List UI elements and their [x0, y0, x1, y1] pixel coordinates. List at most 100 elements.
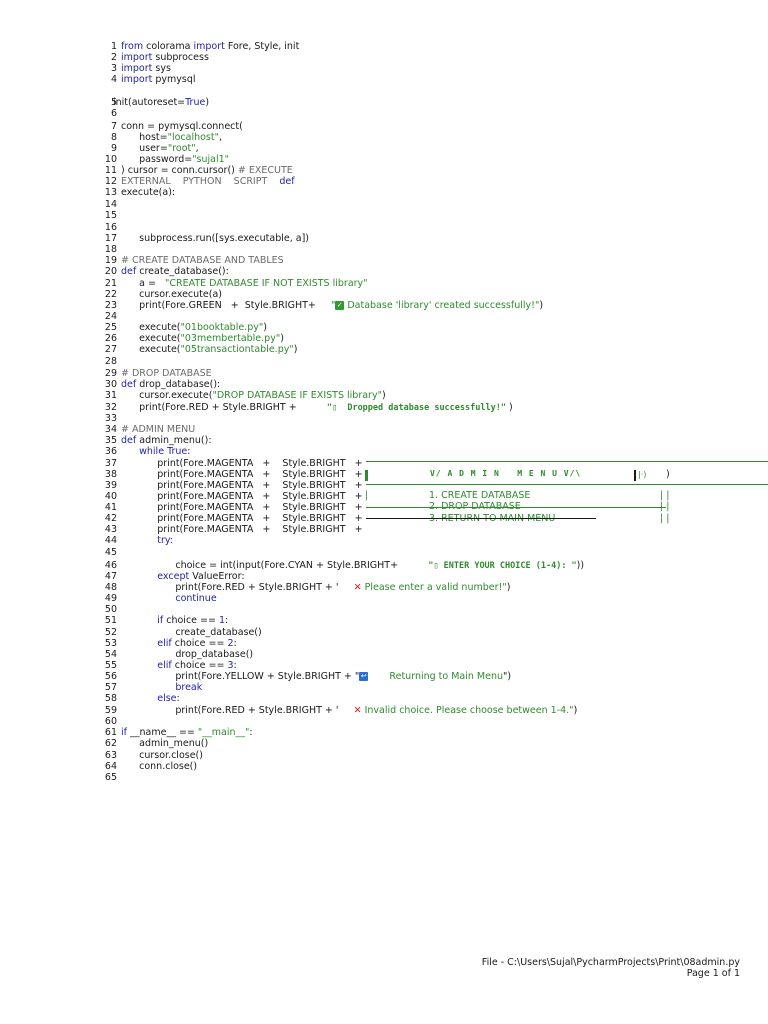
- code-line: print(Fore.MAGENTA + Style.BRIGHT +: [121, 458, 363, 469]
- code-line: cursor.execute("DROP DATABASE IF EXISTS …: [121, 390, 386, 401]
- code-line: user="root",: [121, 143, 199, 154]
- line-number: 39: [104, 480, 117, 491]
- line-number: 25: [104, 322, 117, 333]
- line-number: 5: [110, 97, 117, 108]
- line-number: 20: [104, 266, 117, 277]
- line-number: 23: [104, 300, 117, 311]
- menu-close-paren: ): [666, 469, 670, 480]
- menu-bar: | |: [660, 513, 670, 524]
- line-number: 29: [104, 368, 117, 379]
- code-line: print(Fore.MAGENTA + Style.BRIGHT +: [121, 469, 363, 480]
- line-number: 64: [104, 761, 117, 772]
- code-line: subprocess.run([sys.executable, a]): [121, 233, 309, 244]
- code-comment: # CREATE DATABASE AND TABLES: [121, 255, 284, 266]
- line-number: 15: [104, 210, 117, 221]
- line-number: 8: [110, 132, 117, 143]
- menu-bar: | |: [660, 490, 670, 501]
- code-comment: # ADMIN MENU: [121, 424, 196, 435]
- line-number: 30: [104, 379, 117, 390]
- line-number: 38: [104, 469, 117, 480]
- line-number: 55: [104, 660, 117, 671]
- menu-mid-border: [366, 484, 768, 485]
- code-line: print(Fore.RED + Style.BRIGHT + "▯ Dropp…: [121, 402, 513, 413]
- code-line: print(Fore.GREEN + Style.BRIGHT+ "✓ Data…: [121, 300, 544, 311]
- line-number: 63: [104, 750, 117, 761]
- code-line: print(Fore.YELLOW + Style.BRIGHT + "↩ Re…: [121, 671, 512, 682]
- line-number: 49: [104, 593, 117, 604]
- line-number: 3: [110, 63, 117, 74]
- menu-bar: |: [365, 490, 369, 501]
- code-line: execute("05transactiontable.py"): [121, 344, 298, 355]
- code-line: create_database(): [121, 627, 262, 638]
- line-number: 56: [104, 671, 117, 682]
- menu-top-border: [366, 461, 768, 462]
- line-number: 57: [104, 682, 117, 693]
- line-number: 46: [104, 560, 117, 571]
- line-number: 27: [104, 344, 117, 355]
- code-line: if choice == 1:: [157, 615, 229, 626]
- code-line: import subprocess: [121, 52, 209, 63]
- menu-title-divider: [634, 470, 636, 481]
- code-line: cursor.close(): [121, 750, 203, 761]
- code-line: def drop_database():: [121, 379, 221, 390]
- line-number: 41: [104, 502, 117, 513]
- line-number: 48: [104, 582, 117, 593]
- code-line: conn = pymysql.connect(: [121, 121, 243, 132]
- cross-mark-icon: ✕: [353, 582, 362, 593]
- code-line: def admin_menu():: [121, 435, 212, 446]
- line-number: 50: [104, 604, 117, 615]
- line-number: 12: [104, 176, 117, 187]
- line-number: 26: [104, 333, 117, 344]
- code-line: continue: [121, 593, 217, 604]
- line-number: 37: [104, 458, 117, 469]
- menu-bottom-border: [366, 507, 666, 508]
- code-line: elif choice == 3:: [157, 660, 237, 671]
- admin-menu-box: V/ A D M I N M E N U V/\ |·) | 1. CREATE…: [362, 458, 768, 528]
- line-number: 61: [104, 727, 117, 738]
- line-number: 22: [104, 289, 117, 300]
- check-mark-icon: ✓: [335, 301, 345, 310]
- line-number: 14: [104, 199, 117, 210]
- line-number: 19: [104, 255, 117, 266]
- line-number: 28: [104, 356, 117, 367]
- line-number: 33: [104, 413, 117, 424]
- line-number: 65: [104, 772, 117, 783]
- line-number: 53: [104, 638, 117, 649]
- code-line: print(Fore.MAGENTA + Style.BRIGHT +: [121, 513, 363, 524]
- code-line: break: [121, 682, 203, 693]
- code-line: execute(a):: [121, 187, 176, 198]
- code-line: a = "CREATE DATABASE IF NOT EXISTS libra…: [121, 278, 368, 289]
- line-number: 10: [104, 154, 117, 165]
- code-line: EXTERNAL PYTHON SCRIPT def: [121, 176, 295, 187]
- code-line: choice = int(input(Fore.CYAN + Style.BRI…: [121, 560, 585, 571]
- code-line: import pymysql: [121, 74, 196, 85]
- line-number: 52: [104, 627, 117, 638]
- line-number: 2: [110, 52, 117, 63]
- code-line: else:: [157, 693, 180, 704]
- footer-file-path: File - C:\Users\Sujal\PycharmProjects\Pr…: [481, 957, 740, 968]
- code-line: import sys: [121, 63, 171, 74]
- menu-left-bar: [365, 470, 368, 481]
- line-number: 1: [110, 41, 117, 52]
- print-footer: File - C:\Users\Sujal\PycharmProjects\Pr…: [482, 957, 740, 979]
- line-number: 6: [110, 108, 117, 119]
- menu-title: V/ A D M I N M E N U V/\: [430, 469, 582, 478]
- code-comment: # DROP DATABASE: [121, 368, 212, 379]
- code-line: print(Fore.MAGENTA + Style.BRIGHT +: [121, 524, 363, 535]
- line-number: 59: [104, 705, 117, 716]
- code-line: host="localhost",: [121, 132, 223, 143]
- code-line: def create_database():: [121, 266, 229, 277]
- code-line: elif choice == 2:: [157, 638, 237, 649]
- line-number: 31: [104, 390, 117, 401]
- code-line: conn.close(): [121, 761, 198, 772]
- line-number: 7: [110, 121, 117, 132]
- return-arrow-icon: ↩: [359, 672, 369, 681]
- code-line: while True:: [139, 446, 191, 457]
- line-number: 18: [104, 244, 117, 255]
- line-number: 11: [104, 165, 117, 176]
- line-number: 44: [104, 535, 117, 546]
- line-number: 35: [104, 435, 117, 446]
- line-number: 54: [104, 649, 117, 660]
- code-line: print(Fore.RED + Style.BRIGHT + ' ✕ Plea…: [121, 582, 511, 593]
